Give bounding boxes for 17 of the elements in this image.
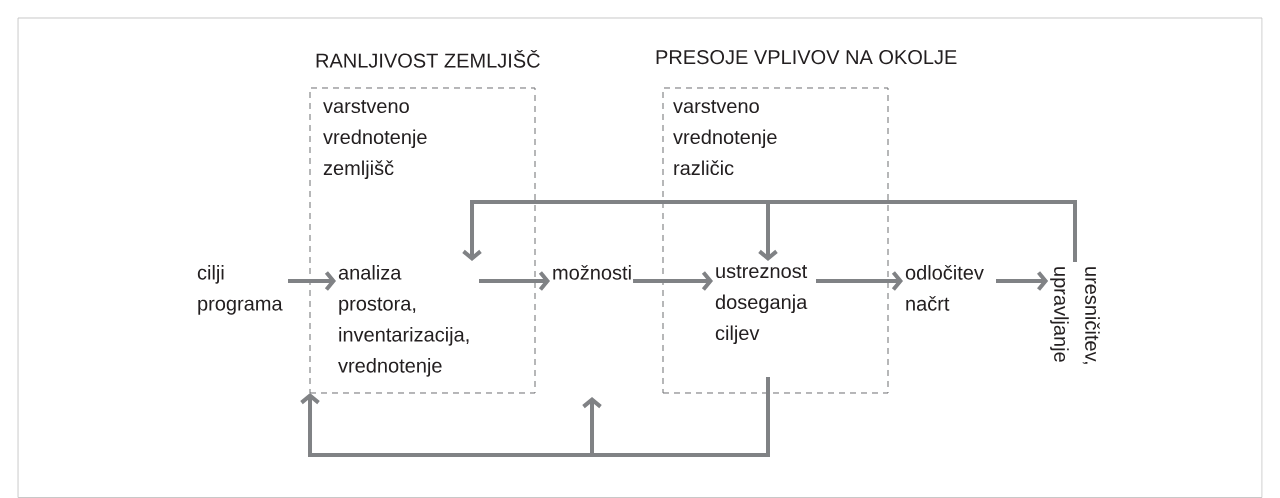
group-heading: PRESOJE VPLIVOV NA OKOLJE: [656, 50, 957, 65]
step-text: možnosti: [553, 265, 631, 280]
box-text: varstveno vrednotenje zemljišč: [323, 100, 427, 180]
arrow: [633, 271, 713, 291]
arrow: [758, 200, 1077, 262]
step-text: ustreznost doseganja ciljev: [715, 265, 808, 345]
arrow: [288, 271, 336, 291]
step-text: cilji programa: [197, 265, 283, 315]
box-text: varstveno vrednotenje različic: [673, 100, 777, 176]
step-text: uresničitev, upravljanje: [1050, 267, 1100, 364]
step-text: analiza prostora, inventarizacija, vrednotenje: [338, 265, 469, 377]
step-text: odločitev načrt: [905, 265, 984, 311]
arrow: [816, 271, 903, 291]
arrow: [582, 377, 770, 457]
arrow: [996, 271, 1049, 291]
arrow: [479, 271, 550, 291]
group-heading: RANLJIVOST ZEMLJIŠČ: [316, 50, 540, 68]
